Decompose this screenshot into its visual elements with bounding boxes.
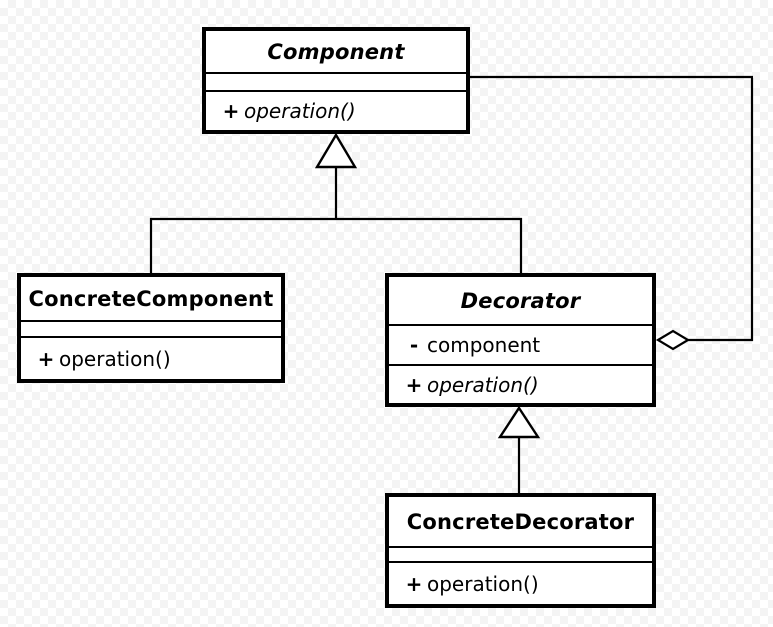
operation-row-concrete-decorator-operation: + operation() [389,561,652,604]
class-name-label: ConcreteDecorator [406,509,635,534]
visibility-marker: - [409,333,419,357]
class-name-decorator: Decorator [389,277,652,324]
attributes-compartment-concrete-decorator [389,546,652,561]
class-name-label: ConcreteComponent [28,286,274,311]
operation-label: operation() [244,99,356,123]
operation-label: operation() [427,571,539,596]
operation-row-component-operation: + operation() [206,90,466,130]
attributes-compartment-concrete-component [21,320,281,336]
generalization-arrowhead-decorator [497,405,541,439]
operation-row-decorator-operation: + operation() [389,364,652,403]
operation-row-concrete-component-operation: + operation() [21,336,281,379]
class-name-concrete-decorator: ConcreteDecorator [389,497,652,546]
class-box-decorator[interactable]: Decorator - component + operation() [385,273,656,407]
class-name-component: Component [206,31,466,72]
class-name-concrete-component: ConcreteComponent [21,277,281,320]
attribute-label: component [427,333,541,357]
generalization-to-decorator [497,405,541,494]
attributes-compartment-component [206,72,466,90]
operation-label: operation() [59,346,171,371]
operation-label: operation() [427,372,539,397]
generalization-arrowhead-component [314,132,358,169]
visibility-marker: + [405,372,423,397]
class-name-label: Decorator [460,288,581,313]
aggregation-diamond-icon [655,329,691,351]
attribute-row-decorator-component: - component [389,324,652,364]
generalization-to-component [149,132,523,274]
visibility-marker: + [222,99,240,123]
class-box-concrete-component[interactable]: ConcreteComponent + operation() [17,273,285,383]
visibility-marker: + [405,571,423,596]
class-box-component[interactable]: Component + operation() [202,27,470,134]
visibility-marker: + [37,346,55,371]
class-name-label: Component [267,39,405,64]
class-box-concrete-decorator[interactable]: ConcreteDecorator + operation() [385,493,656,608]
